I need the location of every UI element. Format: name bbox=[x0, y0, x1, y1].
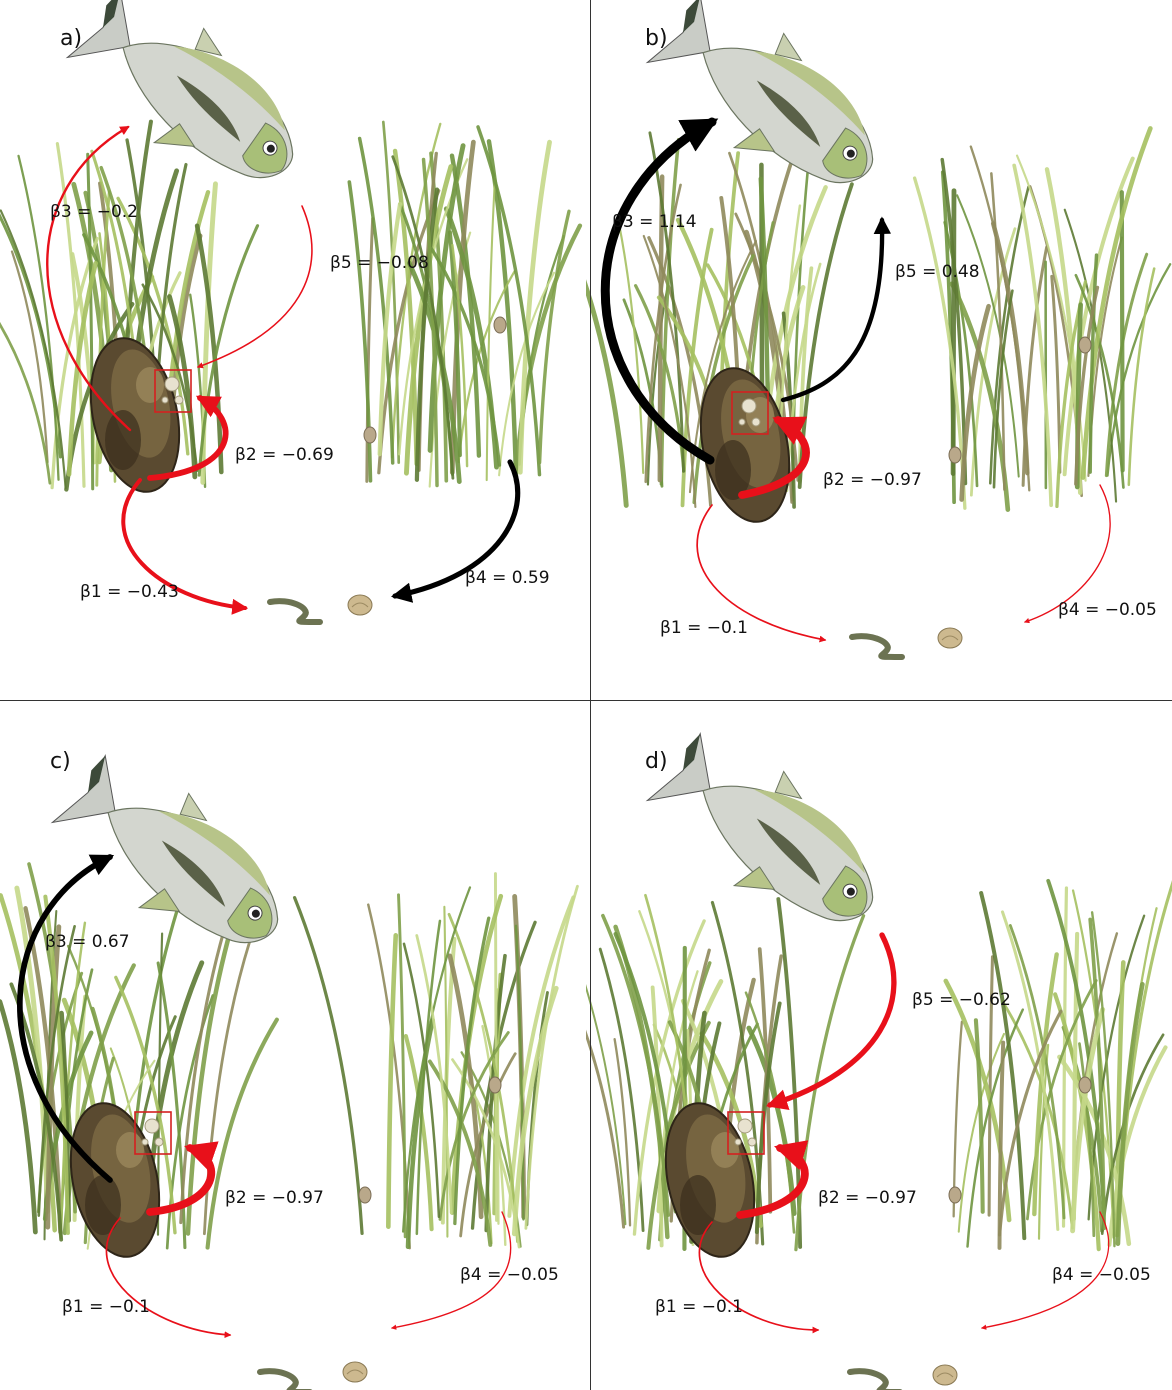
coef-label-b2: β2 = −0.97 bbox=[818, 1188, 917, 1208]
worm-icon bbox=[260, 1371, 310, 1390]
panel-b: β3 = 1.14 β5 = 0.48 β2 = −0.97 β1 = −0.1 β4 … bbox=[586, 0, 1172, 695]
panel-a: β3 = −0.2 β5 = −0.08 β2 = −0.69 β1 = −0.43 β… bbox=[0, 0, 586, 695]
coef-label-b3: β3 = 0.67 bbox=[45, 932, 130, 952]
snail-icon bbox=[949, 447, 961, 463]
panel-label: b) bbox=[645, 26, 668, 51]
seagrass-right-icon bbox=[946, 877, 1172, 1249]
coef-label-b5: β5 = 0.48 bbox=[895, 262, 980, 282]
panel-svg: β5 = −0.62 β2 = −0.97 β1 = −0.1 β4 = −0.05 d… bbox=[586, 695, 1172, 1390]
coef-label-b1: β1 = −0.1 bbox=[655, 1297, 743, 1317]
coef-label-b1: β1 = −0.1 bbox=[62, 1297, 150, 1317]
coef-label-b1: β1 = −0.43 bbox=[80, 582, 179, 602]
fish-icon bbox=[636, 0, 905, 218]
snail-icon bbox=[364, 427, 376, 443]
coef-label-b2: β2 = −0.97 bbox=[823, 470, 922, 490]
coef-label-b5: β5 = −0.08 bbox=[330, 253, 429, 273]
panel-label: a) bbox=[60, 26, 82, 51]
coef-label-b2: β2 = −0.97 bbox=[225, 1188, 324, 1208]
clam-icon bbox=[348, 595, 372, 615]
snail-icon bbox=[359, 1187, 371, 1203]
snail-icon bbox=[949, 1187, 961, 1203]
worm-icon bbox=[850, 1371, 900, 1390]
coef-label-b5: β5 = −0.62 bbox=[912, 990, 1011, 1010]
panel-svg: β3 = 1.14 β5 = 0.48 β2 = −0.97 β1 = −0.1 β4 … bbox=[586, 0, 1172, 695]
seagrass-right-icon bbox=[295, 874, 578, 1249]
coef-label-b4: β4 = −0.05 bbox=[460, 1265, 559, 1285]
panel-c: β3 = 0.67 β2 = −0.97 β1 = −0.1 β4 = −0.05 c) bbox=[0, 695, 586, 1390]
fish-icon bbox=[636, 717, 905, 956]
coef-label-b4: β4 = −0.05 bbox=[1058, 600, 1157, 620]
snail-icon bbox=[489, 1077, 501, 1093]
snail-icon bbox=[1079, 337, 1091, 353]
panel-label: d) bbox=[645, 749, 668, 774]
coef-label-b4: β4 = 0.59 bbox=[465, 568, 550, 588]
coef-label-b3: β3 = 1.14 bbox=[612, 212, 697, 232]
coef-label-b4: β4 = −0.05 bbox=[1052, 1265, 1151, 1285]
panel-svg: β3 = −0.2 β5 = −0.08 β2 = −0.69 β1 = −0.43 β… bbox=[0, 0, 586, 695]
divider-horizontal bbox=[0, 700, 1172, 701]
coef-label-b1: β1 = −0.1 bbox=[660, 618, 748, 638]
panel-d: β5 = −0.62 β2 = −0.97 β1 = −0.1 β4 = −0.05 d… bbox=[586, 695, 1172, 1390]
fish-icon bbox=[56, 0, 325, 213]
divider-vertical bbox=[590, 0, 591, 1390]
coef-label-b3: β3 = −0.2 bbox=[50, 202, 138, 222]
clam-icon bbox=[343, 1362, 367, 1382]
panel-svg: β3 = 0.67 β2 = −0.97 β1 = −0.1 β4 = −0.05 c) bbox=[0, 695, 586, 1390]
seagrass-right-icon bbox=[349, 122, 580, 487]
worm-icon bbox=[270, 601, 320, 622]
snail-icon bbox=[1079, 1077, 1091, 1093]
clam-icon bbox=[938, 628, 962, 648]
worm-icon bbox=[852, 636, 902, 657]
clam-icon bbox=[933, 1365, 957, 1385]
coef-label-b2: β2 = −0.69 bbox=[235, 445, 334, 465]
snail-icon bbox=[494, 317, 506, 333]
panel-label: c) bbox=[50, 749, 71, 774]
